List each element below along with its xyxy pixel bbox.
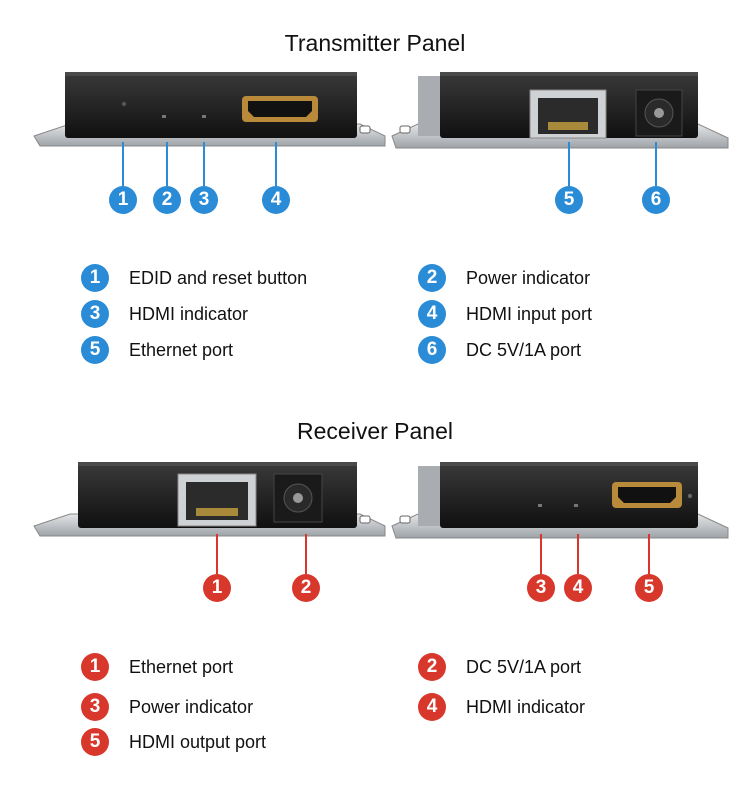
receiver-callout-5: 5 xyxy=(635,574,663,602)
transmitter-legend-item: 3 HDMI indicator xyxy=(81,300,248,328)
transmitter-legend-item: 1 EDID and reset button xyxy=(81,264,307,292)
legend-label: Ethernet port xyxy=(129,656,234,677)
receiver-legend-item: 5 HDMI output port xyxy=(81,728,266,756)
receiver-leader-4 xyxy=(577,534,579,574)
transmitter-callout-2: 2 xyxy=(153,186,181,214)
receiver-callout-4: 4 xyxy=(564,574,592,602)
legend-badge: 4 xyxy=(418,693,446,721)
legend-label: EDID and reset button xyxy=(129,267,308,288)
transmitter-leader-5 xyxy=(568,142,570,186)
legend-badge: 4 xyxy=(418,300,446,328)
receiver-legend-item: 4 HDMI indicator xyxy=(418,693,585,721)
transmitter-ethernet-side-unit xyxy=(391,72,729,149)
transmitter-leader-4 xyxy=(275,142,277,186)
receiver-title: Receiver Panel xyxy=(297,418,453,444)
receiver-leader-2 xyxy=(305,534,307,574)
receiver-leader-1 xyxy=(216,534,218,574)
transmitter-callout-6: 6 xyxy=(642,186,670,214)
legend-label: Power indicator xyxy=(466,267,591,288)
legend-badge: 6 xyxy=(418,336,446,364)
legend-label: DC 5V/1A port xyxy=(466,339,582,360)
transmitter-callout-4: 4 xyxy=(262,186,290,214)
legend-label: HDMI input port xyxy=(466,303,593,324)
legend-badge: 5 xyxy=(81,336,109,364)
receiver-legend-item: 2 DC 5V/1A port xyxy=(418,653,581,681)
receiver-hdmi-side-unit xyxy=(391,462,729,539)
legend-badge: 1 xyxy=(81,653,109,681)
receiver-legend-item: 3 Power indicator xyxy=(81,693,253,721)
legend-badge: 1 xyxy=(81,264,109,292)
transmitter-title: Transmitter Panel xyxy=(284,30,466,56)
transmitter-callout-1: 1 xyxy=(109,186,137,214)
receiver-callout-1: 1 xyxy=(203,574,231,602)
legend-label: Ethernet port xyxy=(129,339,234,360)
transmitter-callout-3: 3 xyxy=(190,186,218,214)
receiver-callout-2: 2 xyxy=(292,574,320,602)
transmitter-leader-1 xyxy=(122,142,124,186)
transmitter-leader-3 xyxy=(203,142,205,186)
transmitter-legend-item: 2 Power indicator xyxy=(418,264,590,292)
legend-badge: 5 xyxy=(81,728,109,756)
legend-badge: 2 xyxy=(418,264,446,292)
legend-label: HDMI indicator xyxy=(129,303,249,324)
legend-label: HDMI output port xyxy=(129,731,267,752)
transmitter-legend-item: 4 HDMI input port xyxy=(418,300,592,328)
legend-badge: 3 xyxy=(81,693,109,721)
transmitter-leader-6 xyxy=(655,142,657,186)
legend-label: DC 5V/1A port xyxy=(466,656,582,677)
receiver-leader-3 xyxy=(540,534,542,574)
legend-badge: 2 xyxy=(418,653,446,681)
transmitter-leader-2 xyxy=(166,142,168,186)
legend-label: HDMI indicator xyxy=(466,696,586,717)
receiver-ethernet-side-unit xyxy=(33,462,386,537)
transmitter-hdmi-side-unit xyxy=(33,72,386,147)
legend-badge: 3 xyxy=(81,300,109,328)
transmitter-legend-item: 6 DC 5V/1A port xyxy=(418,336,581,364)
legend-label: Power indicator xyxy=(129,696,254,717)
transmitter-callout-5: 5 xyxy=(555,186,583,214)
receiver-leader-5 xyxy=(648,534,650,574)
transmitter-legend-item: 5 Ethernet port xyxy=(81,336,233,364)
receiver-callout-3: 3 xyxy=(527,574,555,602)
receiver-legend-item: 1 Ethernet port xyxy=(81,653,233,681)
